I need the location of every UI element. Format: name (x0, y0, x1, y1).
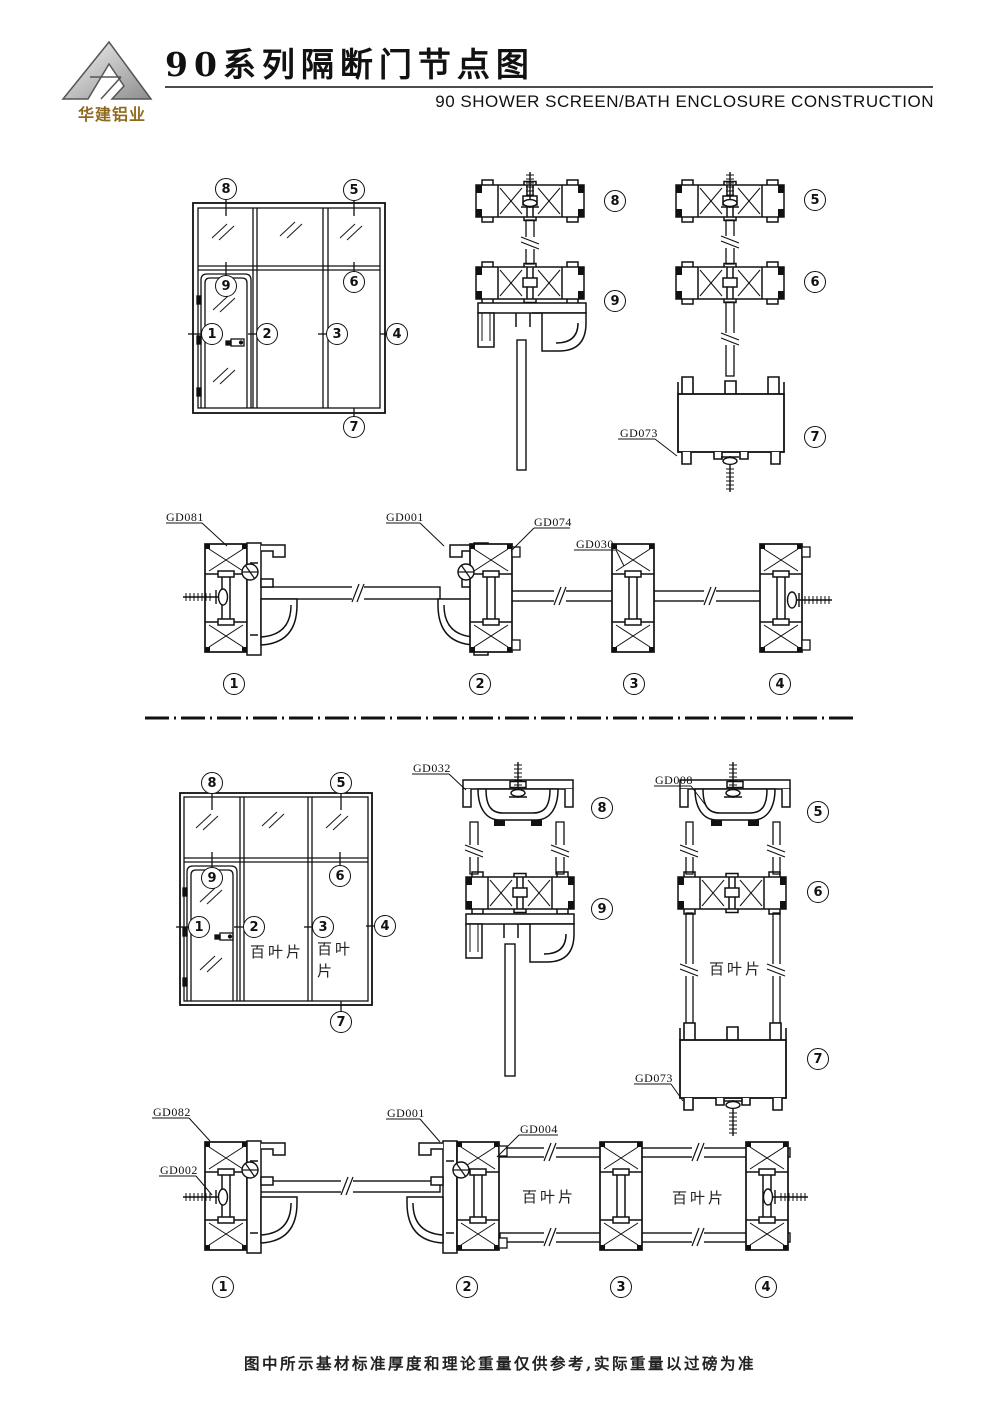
company-logo-icon (61, 40, 153, 100)
callout-5: 5 (330, 772, 352, 794)
part-label-gd002: GD002 (160, 1163, 198, 1177)
part-label-gd073: GD073 (635, 1071, 673, 1085)
louver-annotation: 百叶片 (522, 1190, 577, 1206)
callout-5: 5 (343, 179, 365, 201)
callout-8: 8 (591, 797, 613, 819)
callout-2: 2 (243, 916, 265, 938)
callout-5: 5 (804, 189, 826, 211)
part-label-gd081: GD081 (166, 510, 204, 524)
callout-3: 3 (610, 1276, 632, 1298)
page-title-cn: 90系列隔断门节点图 (165, 45, 535, 84)
door-handle (214, 932, 234, 941)
callout-8: 8 (604, 190, 626, 212)
bottom-elevation-view (176, 792, 374, 1012)
callout-8: 8 (215, 178, 237, 200)
callout-3: 3 (312, 916, 334, 938)
top-section-detail-8-9 (475, 171, 587, 471)
part-label-gd001: GD001 (387, 1106, 425, 1120)
part-label-gd008: GD008 (655, 773, 693, 787)
part-label-gd082: GD082 (153, 1105, 191, 1119)
top-elevation-view (188, 200, 387, 417)
callout-2: 2 (456, 1276, 478, 1298)
louver-annotation: 百叶片 (250, 945, 305, 961)
callout-1: 1 (188, 916, 210, 938)
callout-6: 6 (804, 271, 826, 293)
callout-1: 1 (223, 673, 245, 695)
callout-4: 4 (374, 915, 396, 937)
part-label-gd001: GD001 (386, 510, 424, 524)
part-label-gd030: GD030 (576, 537, 614, 551)
louver-annotation-line2: 片 (317, 964, 336, 980)
callout-9: 9 (591, 898, 613, 920)
part-label-gd074: GD074 (534, 515, 572, 529)
company-name: 华建铝业 (77, 105, 146, 124)
callout-3: 3 (623, 673, 645, 695)
callout-1: 1 (201, 323, 223, 345)
callout-4: 4 (769, 673, 791, 695)
callout-9: 9 (604, 290, 626, 312)
bottom-section-row-1-4 (182, 1140, 809, 1254)
callout-6: 6 (343, 271, 365, 293)
part-label-gd032: GD032 (413, 761, 451, 775)
callout-8: 8 (201, 772, 223, 794)
louver-annotation: 百叶片 (672, 1191, 727, 1207)
callout-6: 6 (807, 881, 829, 903)
part-label-leader-lines (152, 438, 708, 1196)
top-section-detail-5-6-7 (675, 171, 785, 493)
callout-9: 9 (215, 275, 237, 297)
louver-annotation-line1: 百叶 (317, 942, 354, 958)
callout-5: 5 (807, 801, 829, 823)
page-title-en: 90 SHOWER SCREEN/BATH ENCLOSURE CONSTRUC… (435, 92, 934, 111)
callout-7: 7 (330, 1011, 352, 1033)
callout-2: 2 (469, 673, 491, 695)
bottom-section-detail-5-6-7 (677, 761, 791, 1137)
callout-9: 9 (201, 867, 223, 889)
part-label-gd073: GD073 (620, 426, 658, 440)
callout-2: 2 (256, 323, 278, 345)
top-section-row-1-4 (182, 542, 833, 656)
footer-note: 图中所示基材标准厚度和理论重量仅供参考,实际重量以过磅为准 (244, 1354, 756, 1373)
callout-3: 3 (326, 323, 348, 345)
callout-7: 7 (804, 426, 826, 448)
callout-1: 1 (212, 1276, 234, 1298)
callout-4: 4 (386, 323, 408, 345)
callout-4: 4 (755, 1276, 777, 1298)
louver-annotation: 百叶片 (709, 962, 764, 978)
bottom-section-detail-8-9 (462, 761, 575, 1077)
callout-7: 7 (807, 1048, 829, 1070)
door-handle (225, 338, 245, 347)
part-label-gd004: GD004 (520, 1122, 558, 1136)
callout-6: 6 (329, 865, 351, 887)
callout-7: 7 (343, 416, 365, 438)
